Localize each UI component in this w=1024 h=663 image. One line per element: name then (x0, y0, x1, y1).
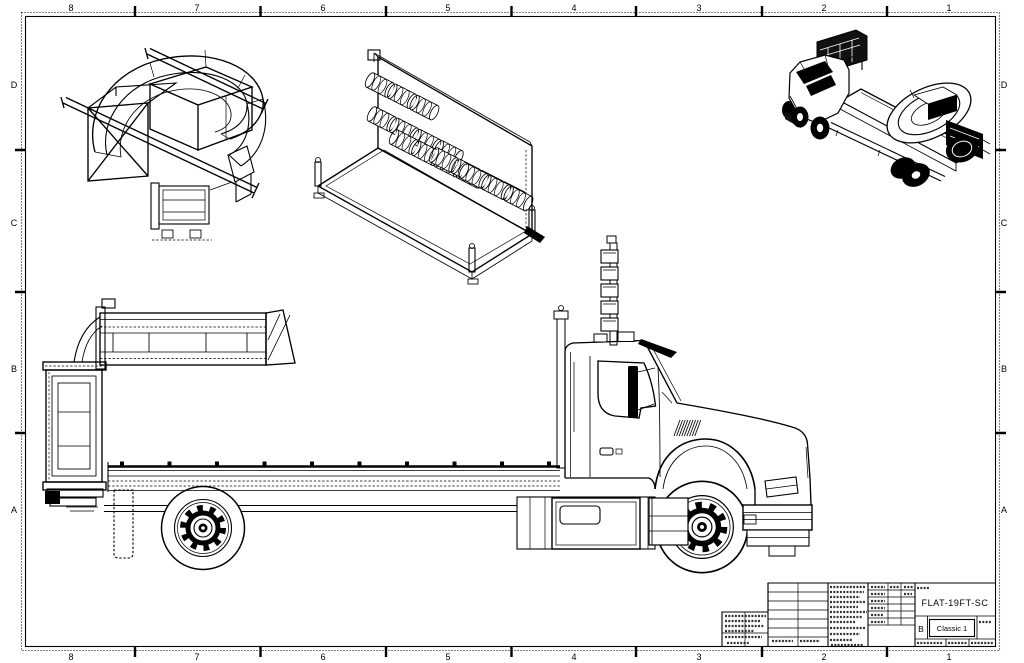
view-truck-side-elevation (42, 235, 813, 573)
zone-labels-top: 8 7 6 5 4 3 2 1 (68, 3, 951, 13)
zone-label: C (11, 218, 18, 228)
zone-label: 1 (946, 652, 951, 662)
zone-label: 7 (194, 652, 199, 662)
zone-label: D (1001, 80, 1008, 90)
zone-label: 8 (68, 652, 73, 662)
zone-label: 4 (571, 3, 576, 13)
zone-label: B (1001, 364, 1007, 374)
title-block: FLAT-19FT-SC B Classic 1 (721, 582, 995, 647)
hood-louvers (673, 419, 702, 437)
toolbox-handle (559, 505, 601, 525)
light-mast-lamps (600, 249, 619, 332)
rear-wheel (162, 487, 245, 570)
zone-labels-right: D C B A (1001, 80, 1008, 515)
headlight (764, 476, 799, 498)
front-bumper (742, 504, 813, 557)
zone-label: 6 (320, 3, 325, 13)
zone-label: 8 (68, 3, 73, 13)
view-roller-rack-iso (313, 49, 545, 285)
zone-labels-left: D C B A (11, 80, 18, 515)
zone-labels-bottom: 8 7 6 5 4 3 2 1 (68, 652, 951, 662)
titleblock-fineprint (725, 585, 993, 647)
zone-label: 4 (571, 652, 576, 662)
door-window (597, 360, 657, 419)
front-fender-arch (654, 438, 756, 490)
drawing-title: FLAT-19FT-SC (921, 598, 988, 608)
sheet-size-letter: B (918, 624, 924, 634)
view-truck-iso (782, 29, 991, 187)
view-curved-conveyor-iso (60, 47, 269, 241)
zone-label: 2 (821, 3, 826, 13)
zone-label: 2 (821, 652, 826, 662)
zone-label: B (11, 364, 17, 374)
mirror (628, 366, 638, 418)
zone-label: 5 (445, 3, 450, 13)
zone-label: 3 (696, 3, 701, 13)
model-label: Classic 1 (937, 624, 967, 633)
border-frame (15, 6, 1006, 657)
drawing-number-box (928, 618, 976, 638)
zone-label: D (11, 80, 18, 90)
zone-label: 7 (194, 3, 199, 13)
zone-label: A (11, 505, 17, 515)
cab (564, 331, 812, 506)
zone-label: C (1001, 218, 1008, 228)
zone-label: A (1001, 505, 1007, 515)
zone-label: 3 (696, 652, 701, 662)
zone-label: 6 (320, 652, 325, 662)
zone-label: 5 (445, 652, 450, 662)
door-handle (599, 447, 614, 456)
zone-label: 1 (946, 3, 951, 13)
